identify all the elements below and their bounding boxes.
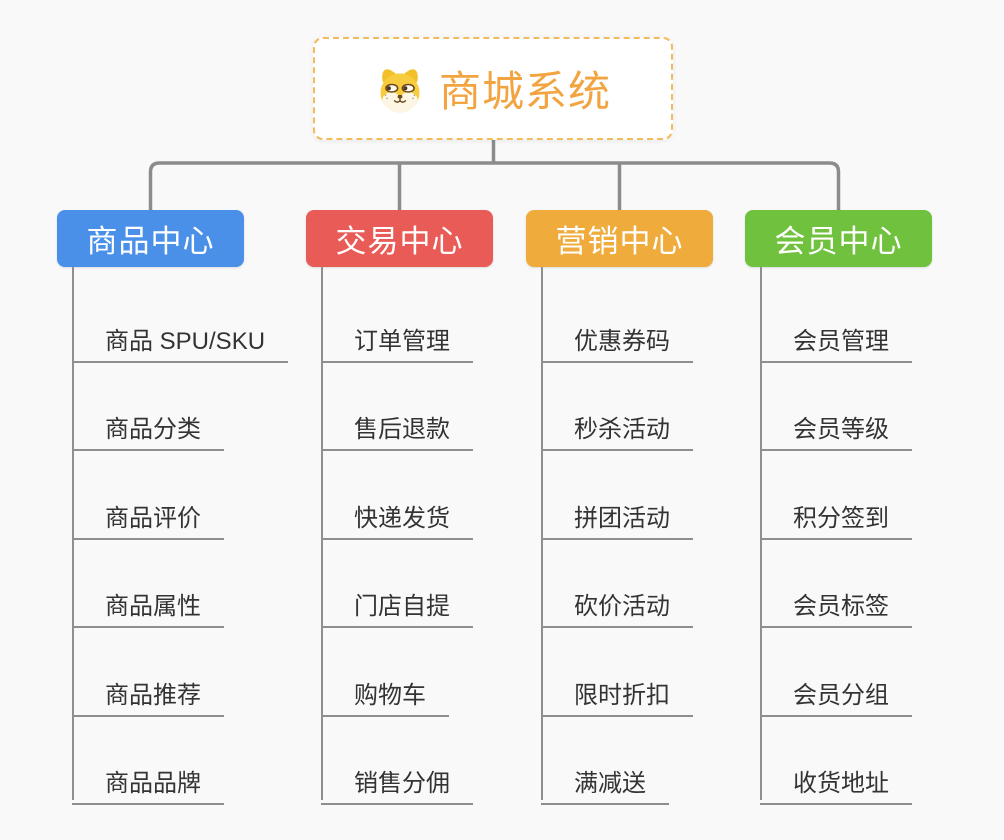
branch-topic-3[interactable]: 营销中心	[526, 210, 713, 267]
sub-topic-label: 订单管理	[354, 328, 450, 355]
sub-topic-label: 优惠券码	[574, 328, 670, 355]
sub-topic[interactable]: 会员等级	[760, 398, 912, 451]
sub-topic[interactable]: 限时折扣	[541, 664, 693, 717]
sub-topic-label: 积分签到	[793, 505, 889, 532]
sub-topic[interactable]: 积分签到	[760, 487, 912, 540]
sub-topic[interactable]: 商品推荐	[72, 664, 224, 717]
sub-topic[interactable]: 商品品牌	[72, 752, 224, 805]
branch-topic-label: 商品中心	[86, 224, 215, 259]
sub-topic-label: 门店自提	[354, 593, 450, 620]
sub-topic-label: 限时折扣	[574, 682, 670, 709]
sub-topic-label: 满减送	[574, 770, 646, 797]
sub-topic-label: 销售分佣	[354, 770, 450, 797]
root-topic[interactable]: 商城系统	[313, 37, 673, 140]
sub-topic[interactable]: 商品评价	[72, 487, 224, 540]
sub-topic-label: 商品推荐	[105, 682, 201, 709]
sub-topic-label: 售后退款	[354, 416, 450, 443]
dog-face-icon	[380, 68, 420, 112]
sub-topic[interactable]: 拼团活动	[541, 487, 693, 540]
sub-topic[interactable]: 商品属性	[72, 575, 224, 628]
sub-topic-label: 会员分组	[793, 682, 889, 709]
sub-topic[interactable]: 优惠券码	[541, 310, 693, 363]
branch-topic-label: 交易中心	[335, 224, 464, 259]
sub-topic-label: 购物车	[354, 682, 426, 709]
sub-topic-label: 秒杀活动	[574, 416, 670, 443]
sub-topic[interactable]: 销售分佣	[321, 752, 473, 805]
sub-topic-label: 会员标签	[793, 593, 889, 620]
sub-topic-label: 会员等级	[793, 416, 889, 443]
sub-topic-label: 商品属性	[105, 593, 201, 620]
sub-topic-label: 商品评价	[105, 505, 201, 532]
branch-topic-4[interactable]: 会员中心	[745, 210, 932, 267]
root-topic-title: 商城系统	[438, 68, 611, 115]
sub-topic-label: 商品 SPU/SKU	[105, 328, 266, 355]
sub-topic[interactable]: 订单管理	[321, 310, 473, 363]
sub-topic-label: 快递发货	[354, 505, 450, 532]
sub-topic[interactable]: 商品 SPU/SKU	[72, 310, 289, 363]
branch-topic-label: 会员中心	[774, 224, 903, 259]
branch-topic-label: 营销中心	[555, 224, 684, 259]
branch-connector-line	[541, 267, 543, 800]
sub-topic[interactable]: 售后退款	[321, 398, 473, 451]
branch-connector-line	[321, 267, 323, 800]
sub-topic[interactable]: 秒杀活动	[541, 398, 693, 451]
branch-connector-line	[72, 267, 74, 800]
sub-topic[interactable]: 商品分类	[72, 398, 224, 451]
sub-topic[interactable]: 砍价活动	[541, 575, 693, 628]
sub-topic-label: 会员管理	[793, 328, 889, 355]
sub-topic-label: 收货地址	[793, 770, 889, 797]
sub-topic-label: 商品分类	[105, 416, 201, 443]
sub-topic-label: 砍价活动	[574, 593, 670, 620]
sub-topic[interactable]: 会员标签	[760, 575, 912, 628]
branch-connector-line	[760, 267, 762, 800]
branch-topic-1[interactable]: 商品中心	[57, 210, 244, 267]
sub-topic[interactable]: 会员管理	[760, 310, 912, 363]
sub-topic[interactable]: 满减送	[541, 752, 669, 805]
sub-topic[interactable]: 购物车	[321, 664, 449, 717]
sub-topic[interactable]: 快递发货	[321, 487, 473, 540]
sub-topic-label: 商品品牌	[105, 770, 201, 797]
sub-topic-label: 拼团活动	[574, 505, 670, 532]
branch-topic-2[interactable]: 交易中心	[306, 210, 493, 267]
sub-topic[interactable]: 会员分组	[760, 664, 912, 717]
sub-topic[interactable]: 收货地址	[760, 752, 912, 805]
sub-topic[interactable]: 门店自提	[321, 575, 473, 628]
